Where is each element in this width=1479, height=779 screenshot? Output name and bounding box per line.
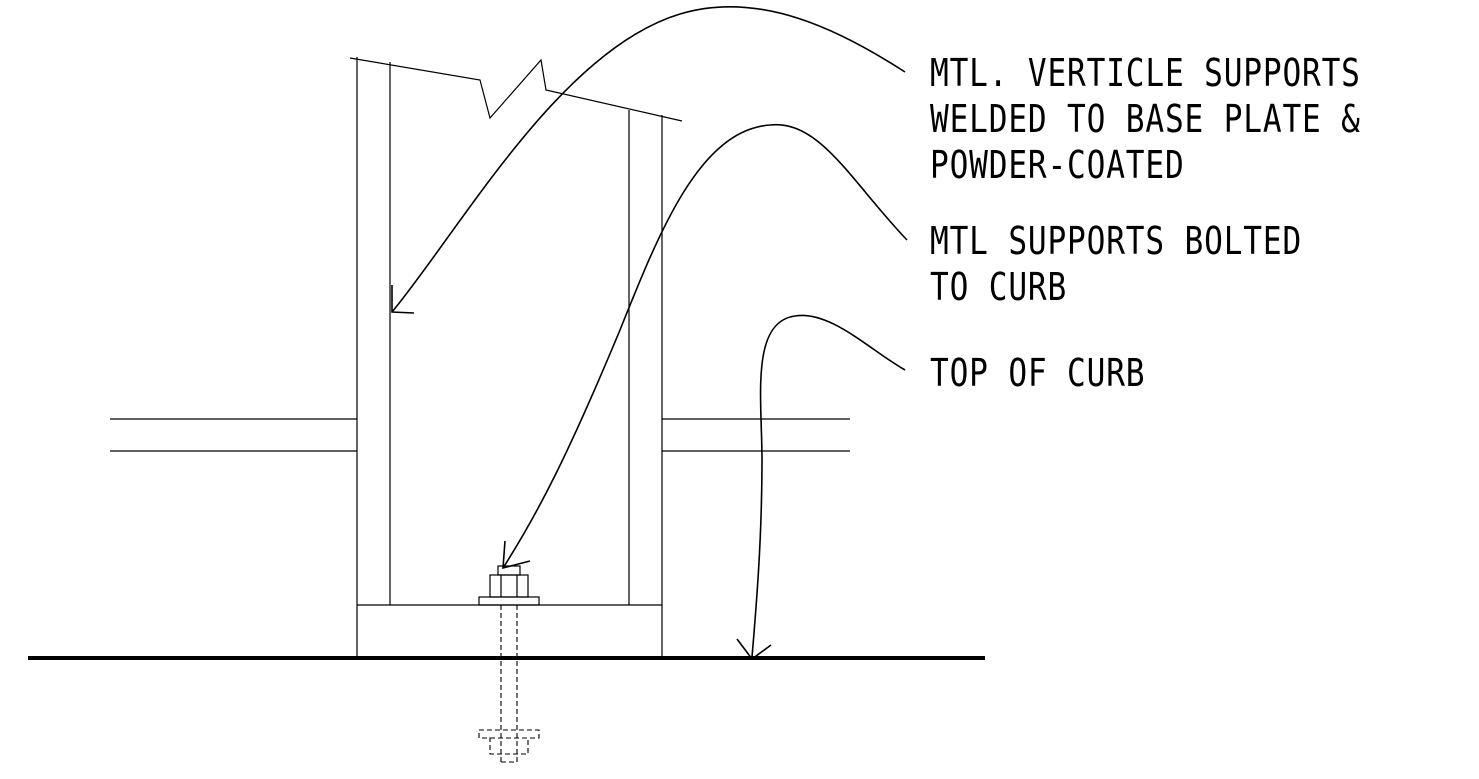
leader-vertical-supports xyxy=(391,6,906,314)
note-bolted-supports-line2: TO CURB xyxy=(930,265,1068,309)
bolt-embedded xyxy=(478,605,540,763)
vertical-support-right xyxy=(628,110,663,658)
horizontal-member-left xyxy=(110,418,357,452)
note-vertical-supports-line2: WELDED TO BASE PLATE & xyxy=(930,97,1361,141)
note-bolted-supports: MTL SUPPORTS BOLTED TO CURB xyxy=(930,218,1302,310)
note-vertical-supports-line3: POWDER-COATED xyxy=(930,143,1185,187)
note-vertical-supports-line1: MTL. VERTICLE SUPPORTS xyxy=(930,51,1361,95)
note-vertical-supports: MTL. VERTICLE SUPPORTS WELDED TO BASE PL… xyxy=(930,50,1361,188)
note-top-of-curb: TOP OF CURB xyxy=(930,350,1145,396)
leader-top-of-curb xyxy=(736,314,906,661)
leader-bolted-supports xyxy=(502,124,908,570)
break-line xyxy=(349,57,683,122)
note-bolted-supports-line1: MTL SUPPORTS BOLTED xyxy=(930,219,1303,263)
vertical-support-left xyxy=(356,57,391,658)
nut-washer-top xyxy=(478,565,540,606)
note-top-of-curb-line1: TOP OF CURB xyxy=(930,351,1146,395)
horizontal-member-right xyxy=(662,418,850,452)
